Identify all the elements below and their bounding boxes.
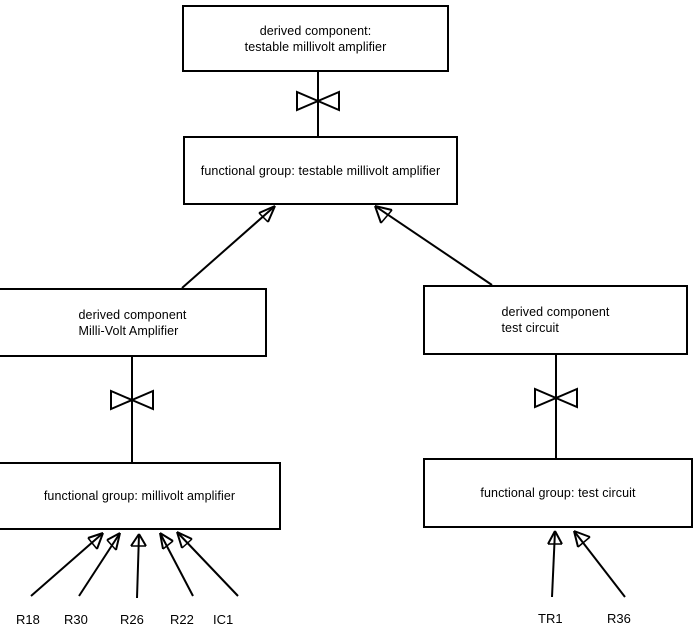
node-label: functional group: millivolt amplifier <box>43 489 236 503</box>
node-label: derived component test circuit <box>501 305 610 335</box>
node-derived-testable-millivolt-amplifier[interactable]: derived component: testable millivolt am… <box>182 5 449 72</box>
node-label: functional group: testable millivolt amp… <box>200 163 441 178</box>
node-label: functional group: test circuit <box>480 486 636 500</box>
node-derived-test-circuit[interactable]: derived component test circuit <box>423 285 688 355</box>
connector-arrow-r30 <box>78 532 121 597</box>
label-part-r26: R26 <box>120 612 144 627</box>
connector-bowtie-left <box>110 357 154 462</box>
node-functional-group-millivolt-amplifier[interactable]: functional group: millivolt amplifier <box>0 462 281 530</box>
label-part-ic1: IC1 <box>213 612 234 627</box>
connector-arrow-r18 <box>30 532 104 597</box>
node-label: derived component: testable millivolt am… <box>244 23 387 54</box>
connector-bowtie-top <box>296 72 340 136</box>
connector-arrow-tr1 <box>547 530 563 598</box>
connector-arrow-ic1 <box>176 531 239 597</box>
label-part-tr1: TR1 <box>538 611 563 626</box>
node-label: derived component Milli-Volt Amplifier <box>78 307 187 338</box>
label-part-r30: R30 <box>64 612 88 627</box>
connector-arrow-mva-to-testable <box>181 205 276 289</box>
node-functional-group-testable-millivolt-amplifier[interactable]: functional group: testable millivolt amp… <box>183 136 458 205</box>
connector-arrow-test-to-testable <box>374 205 493 286</box>
label-part-r18: R18 <box>16 612 40 627</box>
connector-arrow-r22 <box>159 532 194 597</box>
connector-bowtie-right <box>534 355 578 458</box>
label-part-r36: R36 <box>607 611 631 626</box>
node-derived-milli-volt-amplifier[interactable]: derived component Milli-Volt Amplifier <box>0 288 267 357</box>
connector-arrow-r36 <box>573 530 626 598</box>
node-functional-group-test-circuit[interactable]: functional group: test circuit <box>423 458 693 528</box>
label-part-r22: R22 <box>170 612 194 627</box>
connector-arrow-r26 <box>130 533 147 599</box>
